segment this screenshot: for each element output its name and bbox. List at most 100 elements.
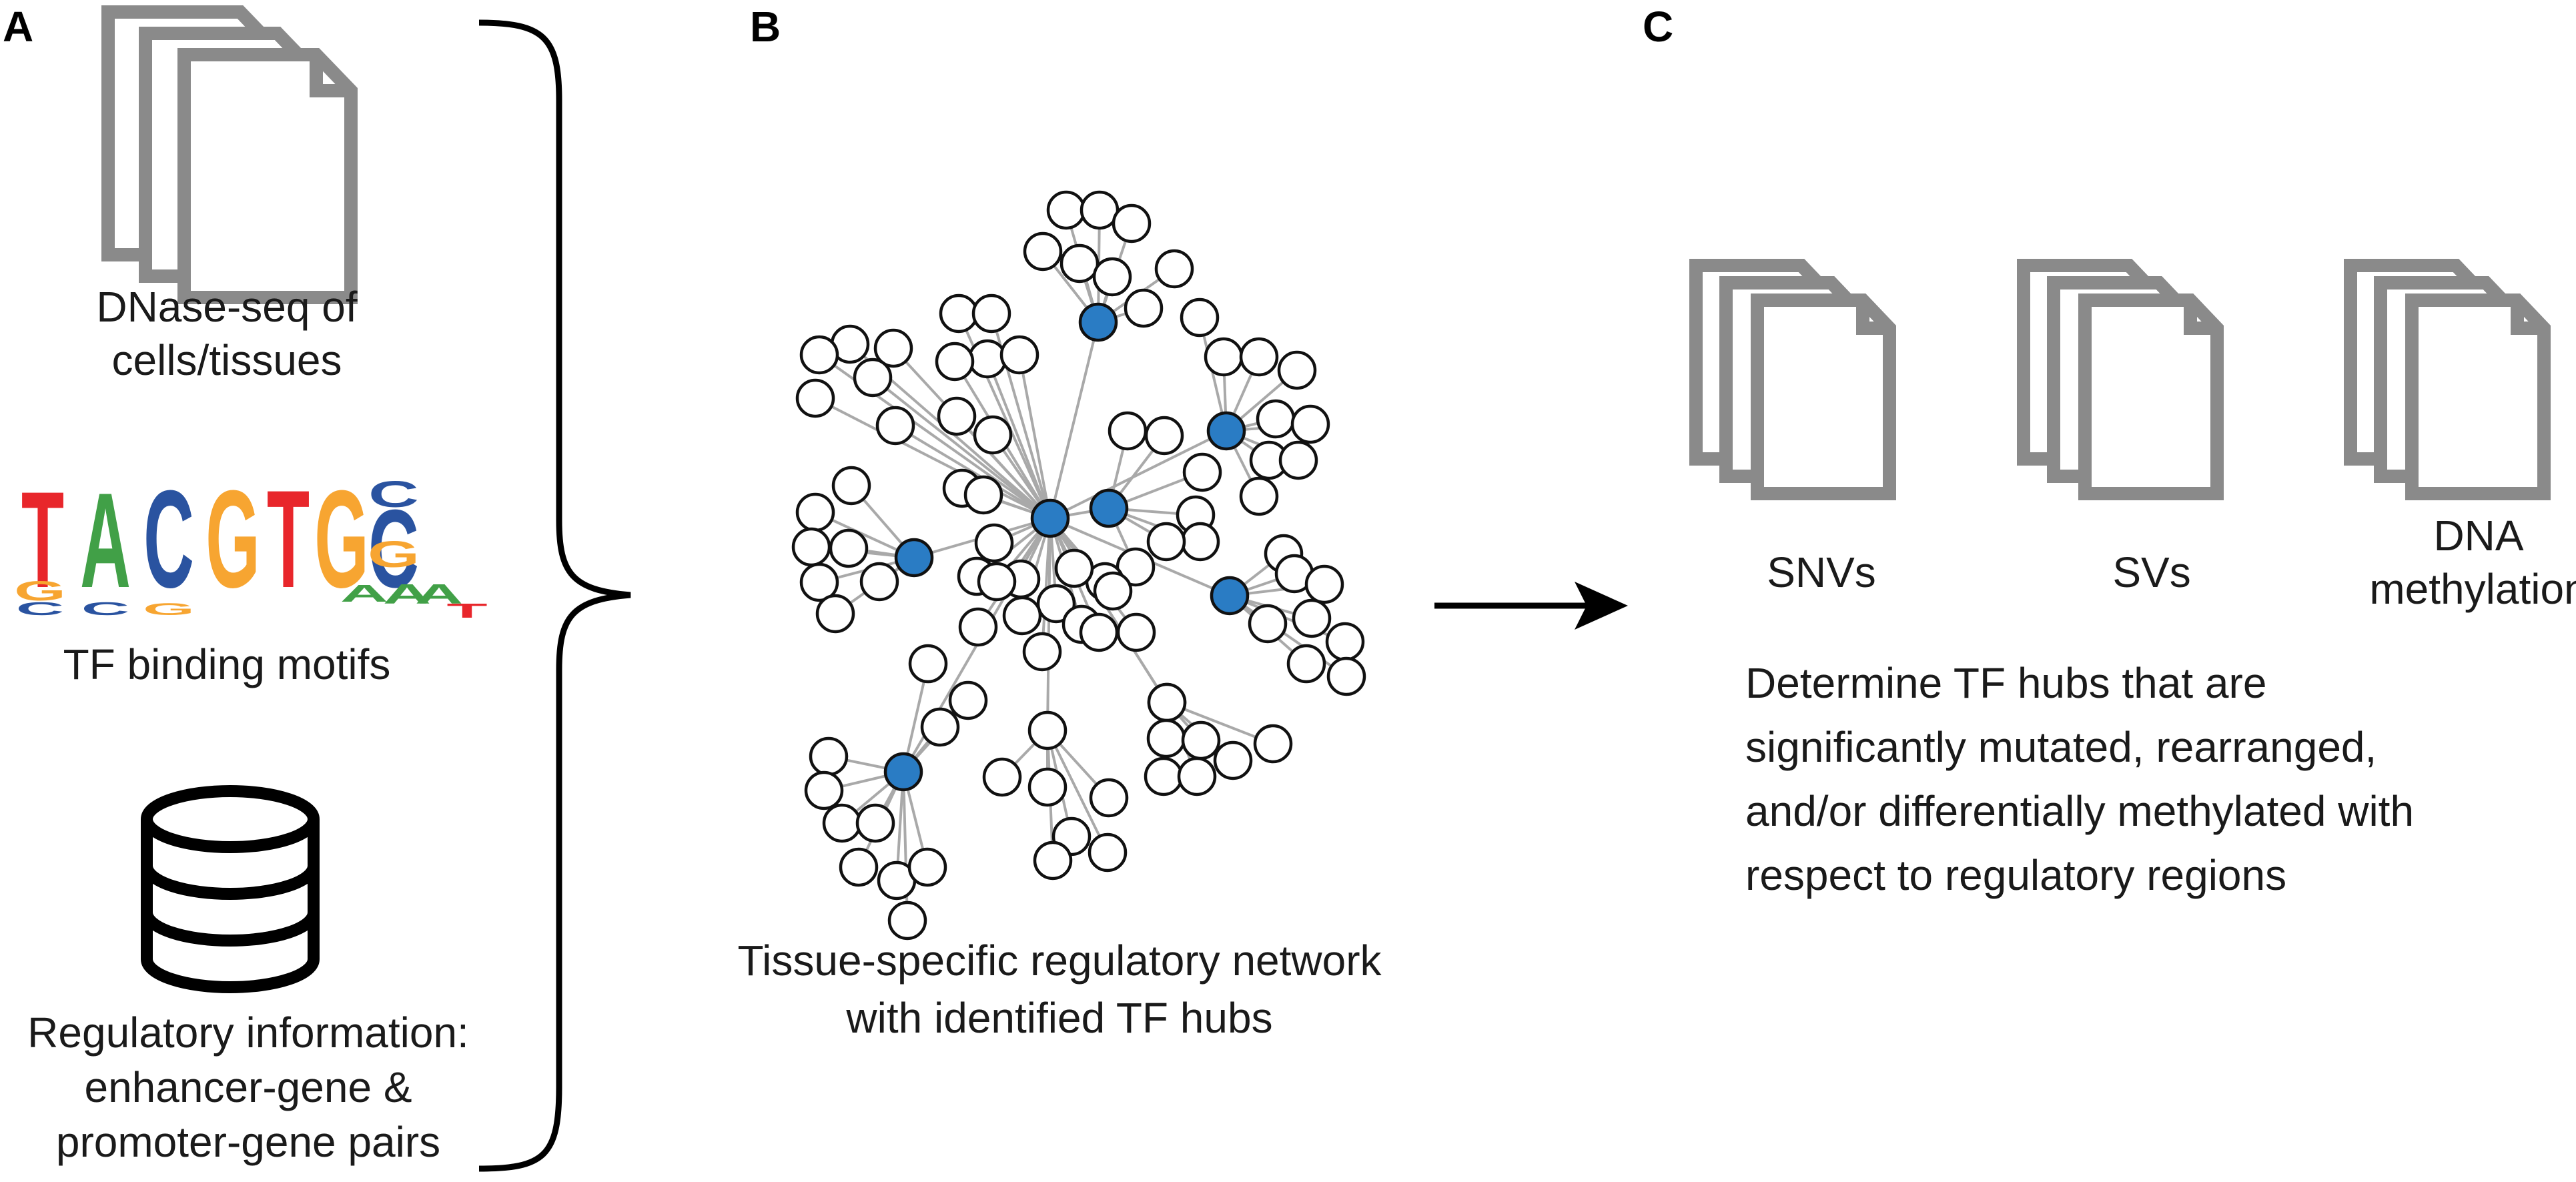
network-node xyxy=(1144,756,1184,796)
motif-letter-g: G xyxy=(205,462,260,616)
tf-hub-node xyxy=(1206,411,1246,451)
network-node xyxy=(907,847,947,887)
network-node xyxy=(887,901,927,941)
motif-letter-g: G xyxy=(314,462,369,616)
network-node xyxy=(974,523,1014,563)
network-node xyxy=(1286,644,1326,684)
network-node xyxy=(1146,718,1186,758)
description-line3: and/or differentially methylated with xyxy=(1745,787,2414,835)
network-edge xyxy=(1229,594,1346,643)
sv-document-icon xyxy=(2017,259,2224,500)
network-node xyxy=(982,757,1022,797)
network-node xyxy=(1182,452,1222,492)
dnase-label-line1: DNase-seq of xyxy=(96,283,358,331)
network-nodes xyxy=(791,190,1366,941)
network-node xyxy=(1046,190,1086,230)
description-line4: respect to regulatory regions xyxy=(1745,851,2286,899)
motif-letter-c: C xyxy=(143,462,194,616)
network-node xyxy=(977,562,1017,602)
network-node xyxy=(795,492,835,532)
network-edge xyxy=(815,397,1051,520)
motif-letter-a: A xyxy=(80,466,131,616)
network-node xyxy=(937,396,977,436)
network-node xyxy=(908,644,948,684)
network-edge xyxy=(871,376,1051,520)
network-node xyxy=(829,528,869,568)
network-node xyxy=(1079,612,1119,652)
tf-hub-node xyxy=(1030,498,1070,538)
network-node xyxy=(804,770,844,810)
network-node xyxy=(873,328,913,368)
methylation-label-line2: methylation xyxy=(2369,565,2576,613)
network-node xyxy=(999,335,1039,375)
methylation-label-line1: DNA xyxy=(2433,512,2523,560)
motif-minor-letter-c: C xyxy=(16,598,64,619)
motif-minor-letter-a: A xyxy=(415,579,463,610)
network-edge xyxy=(1228,594,1348,678)
motif-minor-letter-g: G xyxy=(368,534,420,576)
snv-label: SNVs xyxy=(1767,548,1876,596)
network-caption-line2: with identified TF hubs xyxy=(845,994,1272,1042)
network-node xyxy=(1033,840,1073,880)
network-edge xyxy=(1049,517,1168,704)
network-node xyxy=(1059,243,1100,283)
motif-label: TF binding motifs xyxy=(63,640,391,688)
network-node xyxy=(1277,350,1317,390)
network-node xyxy=(967,339,1007,379)
panel-b-letter: B xyxy=(750,3,781,51)
document-stack-icon xyxy=(101,5,358,304)
network-node xyxy=(815,594,855,634)
tf-hub-node xyxy=(894,538,934,578)
network-node xyxy=(795,378,835,418)
network-node xyxy=(1304,564,1344,604)
network-node xyxy=(1256,399,1296,439)
network-edge xyxy=(986,358,1051,519)
network-node xyxy=(1089,778,1129,818)
network-node xyxy=(839,847,879,887)
regulatory-label-line1: Regulatory information: xyxy=(27,1009,469,1057)
motif-minor-letter-t: T xyxy=(446,599,487,622)
tf-hub-node xyxy=(883,752,923,792)
network-node xyxy=(855,803,895,843)
network-node xyxy=(1213,740,1253,780)
motif-letter-c: C xyxy=(368,474,419,515)
network-node xyxy=(1144,416,1184,456)
tf-hub-node xyxy=(1078,302,1118,342)
network-node xyxy=(971,293,1011,334)
snv-document-icon xyxy=(1689,259,1896,500)
network-node xyxy=(1093,571,1133,611)
motif-minor-letter-c: C xyxy=(81,598,129,619)
description-line2: significantly mutated, rearranged, xyxy=(1745,723,2377,771)
motif-letter-t: T xyxy=(267,462,310,616)
network-node xyxy=(948,680,988,720)
network-node xyxy=(1022,632,1062,672)
network-node xyxy=(799,562,839,602)
network-node xyxy=(1248,604,1288,644)
tf-hub-node xyxy=(1089,488,1129,528)
network-node xyxy=(1290,404,1330,444)
regulatory-label-line3: promoter-gene pairs xyxy=(56,1118,440,1166)
network-node xyxy=(853,358,893,398)
panel-a-letter: A xyxy=(3,3,33,51)
network-node xyxy=(973,415,1013,455)
network-node xyxy=(1278,440,1318,480)
network-node xyxy=(1054,548,1094,588)
network-node xyxy=(1147,682,1187,722)
panel-c-letter: C xyxy=(1643,3,1673,51)
motif-letter-c: C xyxy=(368,486,419,611)
network-node xyxy=(958,607,998,647)
network-node xyxy=(1326,656,1366,696)
network-edge xyxy=(1049,322,1100,519)
network-edge xyxy=(1049,430,1227,520)
network-node xyxy=(831,466,871,506)
network-node xyxy=(939,293,979,334)
network-node xyxy=(799,335,839,375)
regulatory-network xyxy=(791,190,1366,941)
network-node xyxy=(1180,522,1220,562)
network-node xyxy=(920,707,960,747)
network-node xyxy=(963,475,1003,515)
network-node xyxy=(1023,231,1063,271)
description-line1: Determine TF hubs that are xyxy=(1745,659,2266,707)
